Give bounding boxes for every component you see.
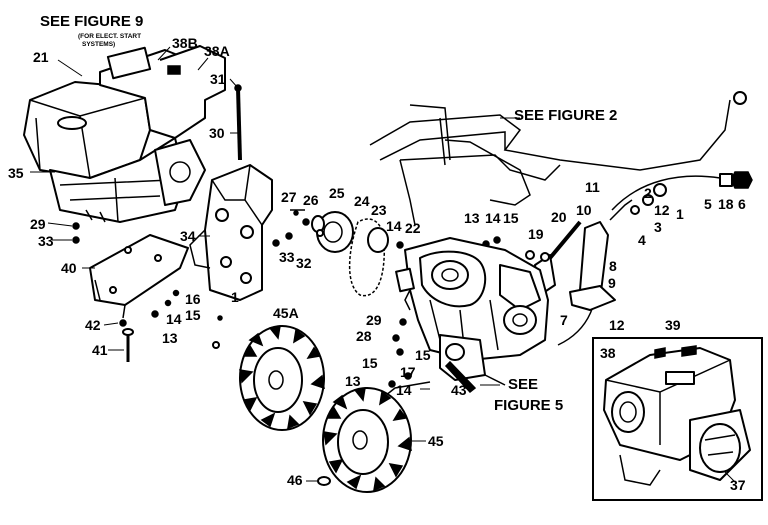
callout-27: 27 bbox=[281, 189, 297, 205]
wheel-45-drawing bbox=[317, 387, 412, 493]
callout-38b: 38B bbox=[172, 35, 198, 51]
callout-29-lower: 29 bbox=[366, 312, 382, 328]
callout-32: 32 bbox=[296, 255, 312, 271]
callout-9: 9 bbox=[608, 275, 616, 291]
callout-1-right: 1 bbox=[676, 206, 684, 222]
callout-14-lower: 14 bbox=[396, 382, 412, 398]
callout-38a: 38A bbox=[204, 43, 230, 59]
callout-20: 20 bbox=[551, 209, 567, 225]
callout-31: 31 bbox=[210, 71, 226, 87]
callout-14-right: 14 bbox=[485, 210, 501, 226]
callout-45a: 45A bbox=[273, 305, 299, 321]
small-parts-drawing bbox=[212, 209, 550, 349]
callout-12-right: 12 bbox=[654, 202, 670, 218]
callout-4: 4 bbox=[638, 232, 646, 248]
callout-23: 23 bbox=[371, 202, 387, 218]
callout-15-top: 15 bbox=[503, 210, 519, 226]
handle-frame-drawing bbox=[369, 91, 747, 226]
callout-28: 28 bbox=[356, 328, 372, 344]
callout-41: 41 bbox=[92, 342, 108, 358]
callout-35: 35 bbox=[8, 165, 24, 181]
inset-electric-start-engine bbox=[592, 337, 763, 501]
callout-14-left: 14 bbox=[166, 311, 182, 327]
callout-38: 38 bbox=[600, 345, 616, 361]
callout-19: 19 bbox=[528, 226, 544, 242]
callout-22: 22 bbox=[405, 220, 421, 236]
elect-start-note-line2: SYSTEMS) bbox=[82, 41, 116, 48]
callout-37: 37 bbox=[730, 477, 746, 493]
callout-13-lower: 13 bbox=[345, 373, 361, 389]
cable-drawing bbox=[557, 171, 753, 346]
callout-15-lower: 15 bbox=[362, 355, 378, 371]
callout-40: 40 bbox=[61, 260, 77, 276]
callout-8: 8 bbox=[609, 258, 617, 274]
callout-11: 11 bbox=[585, 179, 600, 195]
callout-46: 46 bbox=[287, 472, 303, 488]
callout-16: 16 bbox=[185, 291, 201, 307]
mounting-bracket-drawing bbox=[189, 164, 273, 301]
callout-29-left: 29 bbox=[30, 216, 46, 232]
callout-26: 26 bbox=[303, 192, 319, 208]
callout-14-top: 14 bbox=[386, 218, 402, 234]
callout-21: 21 bbox=[33, 49, 49, 65]
callout-39: 39 bbox=[665, 317, 681, 333]
callout-45: 45 bbox=[428, 433, 444, 449]
callout-13-left: 13 bbox=[162, 330, 178, 346]
callout-15-mid: 15 bbox=[415, 347, 431, 363]
see-figure-9-ref: SEE FIGURE 9 bbox=[40, 13, 144, 30]
callout-34: 34 bbox=[180, 228, 196, 244]
transmission-drawing bbox=[379, 237, 549, 401]
base-plate-drawing bbox=[89, 234, 189, 319]
callout-33-left: 33 bbox=[38, 233, 54, 249]
callout-17: 17 bbox=[400, 364, 416, 380]
callout-12-lower: 12 bbox=[609, 317, 625, 333]
callout-43: 43 bbox=[451, 382, 467, 398]
callout-13-top: 13 bbox=[464, 210, 480, 226]
callout-2: 2 bbox=[644, 185, 652, 201]
rod-drawing bbox=[234, 84, 242, 161]
shift-lever-drawing bbox=[534, 199, 633, 311]
callout-33-mid: 33 bbox=[279, 249, 295, 265]
see-figure-5-ref-b: FIGURE 5 bbox=[494, 397, 564, 414]
callout-30: 30 bbox=[209, 125, 225, 141]
bolts-drawing bbox=[72, 210, 501, 388]
callout-6: 6 bbox=[738, 196, 746, 212]
engine-drawing bbox=[23, 45, 226, 223]
callout-1-left: 1 bbox=[231, 289, 239, 305]
callout-42: 42 bbox=[85, 317, 101, 333]
pulley-and-belt-drawing bbox=[311, 211, 404, 297]
elect-start-note-line1: (FOR ELECT. START bbox=[78, 33, 142, 40]
wheel-45a-drawing bbox=[239, 325, 325, 431]
leader-lines bbox=[30, 46, 736, 483]
callout-18: 18 bbox=[718, 196, 734, 212]
callout-5: 5 bbox=[704, 196, 712, 212]
callout-10: 10 bbox=[576, 202, 592, 218]
callout-25: 25 bbox=[329, 185, 345, 201]
callout-24: 24 bbox=[354, 193, 370, 209]
see-figure-5-ref-a: SEE bbox=[508, 376, 539, 393]
callout-7: 7 bbox=[560, 312, 568, 328]
see-figure-2-ref: SEE FIGURE 2 bbox=[514, 107, 618, 124]
callout-15-left: 15 bbox=[185, 307, 201, 323]
callout-3: 3 bbox=[654, 219, 662, 235]
